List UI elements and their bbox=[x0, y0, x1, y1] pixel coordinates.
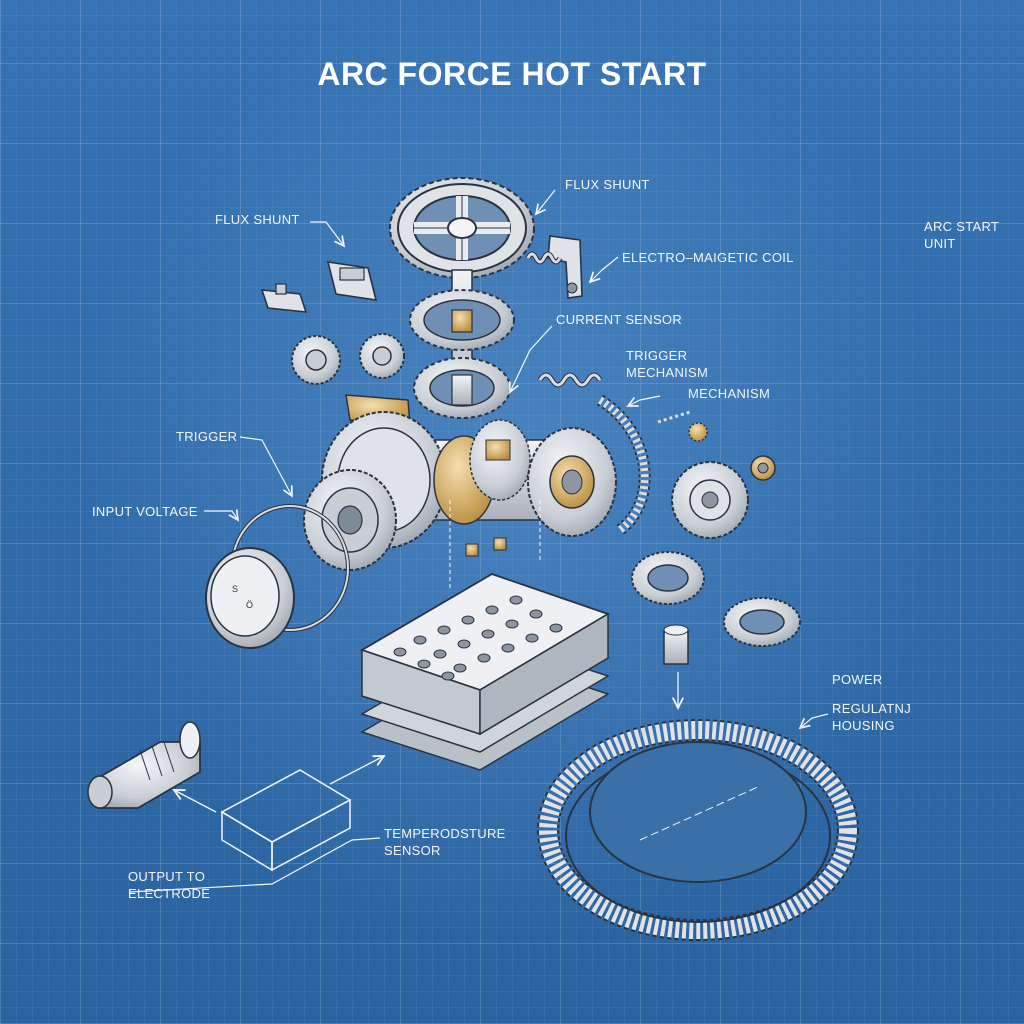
diagram-title: ARC FORCE HOT START bbox=[317, 56, 707, 92]
label-input-voltage: INPUT VOLTAGE bbox=[92, 504, 198, 519]
fasteners bbox=[449, 500, 541, 590]
label-trigger: TRIGGER bbox=[176, 429, 238, 444]
electrode-connector bbox=[87, 721, 201, 809]
label-power: POWER bbox=[832, 672, 883, 687]
label-current-sensor: CURRENT SENSOR bbox=[556, 312, 683, 327]
svg-text:S: S bbox=[232, 584, 238, 594]
label-temperature-sensor: TEMPERODSTURE SENSOR bbox=[384, 826, 506, 858]
label-flux-shunt-left: FLUX SHUNT bbox=[215, 212, 300, 227]
label-output-to-electrode: OUTPUT TO ELECTRODE bbox=[128, 869, 211, 901]
electromagnetic-coil-part bbox=[525, 235, 583, 299]
small-gears-left bbox=[291, 333, 405, 385]
input-dial: S Ö bbox=[205, 504, 350, 649]
stacked-plates bbox=[359, 573, 611, 771]
main-housing bbox=[303, 394, 551, 571]
temperature-sensor-block bbox=[174, 756, 384, 872]
ring-gear-housing bbox=[537, 719, 859, 941]
label-mechanism: MECHANISM bbox=[688, 386, 771, 401]
top-spoked-gear bbox=[389, 177, 535, 279]
central-shaft-stack bbox=[409, 269, 515, 419]
label-trigger-mechanism: TRIGGER MECHANISM bbox=[626, 348, 709, 380]
trigger-spring-rack bbox=[537, 372, 651, 535]
flux-shunt-bracket bbox=[260, 261, 378, 313]
label-electromagnetic-coil: ELECTRO–MAIGETIC COIL bbox=[622, 250, 794, 265]
leader-lines bbox=[129, 189, 829, 893]
svg-text:Ö: Ö bbox=[246, 600, 253, 610]
drive-gear bbox=[527, 427, 617, 537]
label-arc-start-unit: ARC START UNIT bbox=[924, 219, 1000, 251]
label-flux-shunt-top: FLUX SHUNT bbox=[565, 177, 650, 192]
plate-holes bbox=[393, 595, 563, 681]
right-gears bbox=[631, 410, 801, 708]
label-regulating-housing: REGULATNJ HOUSING bbox=[832, 701, 912, 733]
